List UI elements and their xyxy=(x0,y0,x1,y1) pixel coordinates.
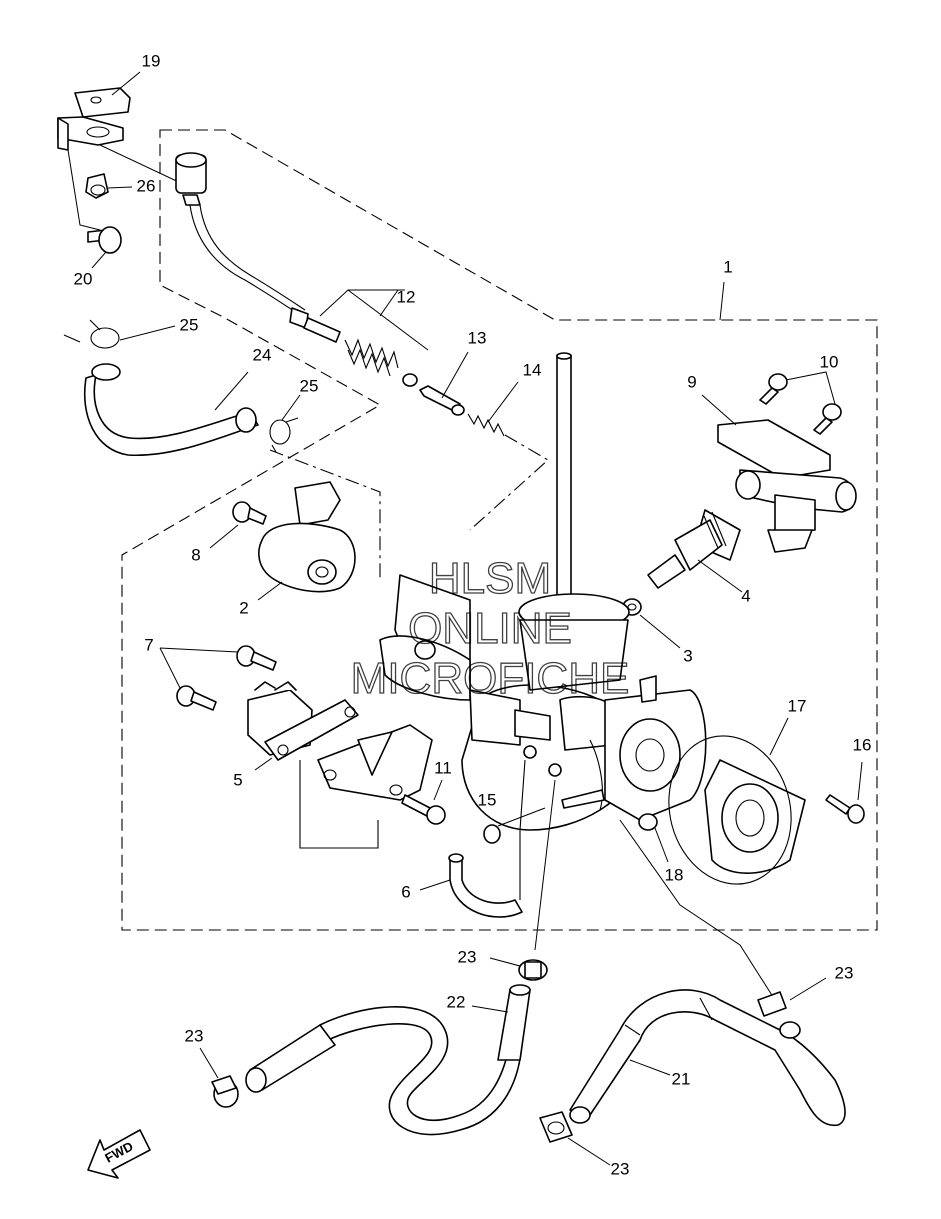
spring-set xyxy=(344,338,418,387)
watermark: HLSM ONLINE MICROFICHE xyxy=(350,553,630,703)
hose-clamp-upper xyxy=(518,959,548,981)
spring-clamp-upper xyxy=(63,319,120,349)
small-hose xyxy=(448,853,523,918)
nut-part-18 xyxy=(638,813,658,831)
assembly-boundary xyxy=(121,129,878,931)
fuel-injector xyxy=(647,509,741,589)
sensor-connector xyxy=(247,681,359,761)
callout-labels: 1 2 3 4 5 6 7 8 9 10 11 12 13 14 15 16 1… xyxy=(74,51,872,1178)
vent-tube xyxy=(556,352,572,611)
rod-part xyxy=(419,385,465,416)
callout-20: 20 xyxy=(74,269,93,288)
callout-16: 16 xyxy=(853,735,872,754)
spring-part xyxy=(467,413,505,437)
callout-10: 10 xyxy=(820,352,839,371)
callout-23-upper: 23 xyxy=(458,947,477,966)
callout-26: 26 xyxy=(137,176,156,195)
forward-direction-arrow: FWD xyxy=(87,1129,151,1179)
callout-22: 22 xyxy=(447,992,466,1011)
callout-9: 9 xyxy=(687,372,696,391)
callout-23-right: 23 xyxy=(835,963,854,982)
callout-4: 4 xyxy=(741,586,750,605)
hose-clamp-bottom xyxy=(539,1111,573,1143)
screw-part-8 xyxy=(232,501,267,525)
bolt-part-11 xyxy=(401,794,446,825)
callout-25-upper: 25 xyxy=(180,315,199,334)
callout-24: 24 xyxy=(253,345,272,364)
callout-8: 8 xyxy=(191,545,200,564)
callout-5: 5 xyxy=(233,770,242,789)
callout-25-lower: 25 xyxy=(300,376,319,395)
callout-6: 6 xyxy=(401,882,410,901)
callout-2: 2 xyxy=(239,598,248,617)
callout-18: 18 xyxy=(665,865,684,884)
nut-part-15 xyxy=(483,824,501,844)
callout-23-bottom: 23 xyxy=(611,1159,630,1178)
throttle-position-sensor xyxy=(258,481,356,593)
clip-part xyxy=(85,173,109,199)
hose-clamp-left xyxy=(211,1075,239,1108)
callout-15: 15 xyxy=(478,790,497,809)
throttle-body xyxy=(379,574,707,831)
screw-part-10a xyxy=(759,373,788,405)
cover-plate xyxy=(668,735,806,885)
callout-3: 3 xyxy=(683,646,692,665)
watermark-line-3: MICROFICHE xyxy=(351,654,630,703)
bolt-part xyxy=(87,226,122,254)
hose-bent xyxy=(83,363,259,457)
hose-long xyxy=(245,984,531,1136)
watermark-line-1: HLSM xyxy=(429,554,551,603)
screw-part-16 xyxy=(825,794,865,824)
hose-u-bend xyxy=(569,989,846,1126)
bracket-plate xyxy=(317,724,433,801)
cable-assembly xyxy=(175,152,341,343)
fuel-rail xyxy=(717,419,857,553)
screw-part-7a xyxy=(236,645,277,671)
callout-7: 7 xyxy=(144,635,153,654)
watermark-line-2: ONLINE xyxy=(408,604,572,653)
spring-clamp-lower xyxy=(269,417,299,453)
screw-part-7b xyxy=(176,685,217,711)
callout-14: 14 xyxy=(523,360,542,379)
hose-clamp-right xyxy=(757,991,787,1017)
callout-13: 13 xyxy=(468,328,487,347)
callout-1: 1 xyxy=(723,257,732,276)
callout-23-left: 23 xyxy=(185,1026,204,1045)
callout-19: 19 xyxy=(142,51,161,70)
callout-21: 21 xyxy=(672,1069,691,1088)
callout-12: 12 xyxy=(397,287,416,306)
callout-11: 11 xyxy=(434,758,452,777)
callout-17: 17 xyxy=(788,696,807,715)
bracket-part xyxy=(57,87,131,151)
screw-part-10b xyxy=(813,403,842,435)
